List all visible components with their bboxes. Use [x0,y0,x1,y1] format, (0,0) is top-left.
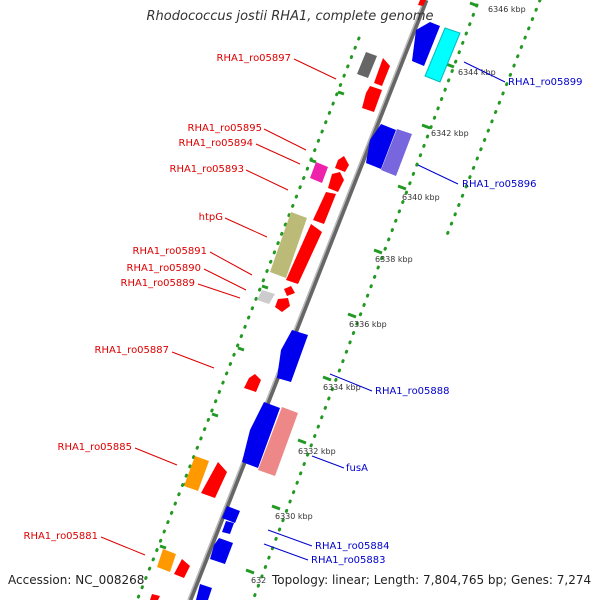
label-rha1-ro05899[interactable]: RHA1_ro05899 [508,77,583,88]
feature-rha1-ro05897-red-2[interactable] [362,86,382,112]
label-rha1-ro05887[interactable]: RHA1_ro05887 [95,345,170,356]
genome-summary-text: Topology: linear; Length: 7,804,765 bp; … [272,573,592,587]
label-rha1-ro05894[interactable]: RHA1_ro05894 [179,138,254,149]
tick-6332 [297,438,307,445]
tick-label-6330: 6330 kbp [275,512,313,521]
leader-rha1-ro05899 [463,61,506,83]
tick-6328 [245,568,255,575]
label-rha1-ro05891[interactable]: RHA1_ro05891 [133,246,208,257]
leader-rha1-ro05883 [263,543,309,561]
feature-htpg-red[interactable] [286,224,322,284]
tick-label-6344: 6344 kbp [458,68,496,77]
leader-rha1-ro05888 [329,373,373,392]
feature-rha1-ro05885-orange[interactable] [184,456,209,491]
tick-label-6340: 6340 kbp [402,193,440,202]
leader-rha1-ro05889 [197,283,241,299]
feature-rha1-ro05893-red[interactable] [328,172,344,192]
tick-6330 [271,504,281,511]
feature-top-red-partial[interactable] [418,0,426,6]
tick-6334 [322,375,332,382]
leader-rha1-ro05893 [245,169,289,191]
genome-backbone [187,0,429,600]
label-rha1-ro05883[interactable]: RHA1_ro05883 [311,555,386,566]
label-rha1-ro05896[interactable]: RHA1_ro05896 [462,179,537,190]
scale-tick-marks [245,1,479,575]
feature-rha1-ro05891-red[interactable] [284,286,295,296]
dotted-guide-outer-right [251,3,479,600]
tick-6338 [373,248,383,255]
leader-rha1-ro05887 [171,351,215,369]
leader-rha1-ro05891 [209,251,253,276]
dotted-guide-outer-left [136,36,361,600]
feature-red-arrow-6339[interactable] [313,192,336,224]
feature-rha1-ro05899-cyan[interactable] [424,27,461,83]
feature-rha1-ro05884-blue[interactable] [222,506,240,523]
label-rha1-ro05884[interactable]: RHA1_ro05884 [315,541,390,552]
label-rha1-ro05890[interactable]: RHA1_ro05890 [127,263,202,274]
leader-rha1-ro05896 [417,164,459,185]
left-tick [237,346,245,352]
leader-rha1-ro05884 [267,529,313,547]
feature-rha1-ro05889-gray[interactable] [257,290,275,304]
label-fusa[interactable]: fusA [346,463,368,474]
label-rha1-ro05893[interactable]: RHA1_ro05893 [170,164,245,175]
tick-label-6336: 6336 kbp [349,320,387,329]
label-rha1-ro05885[interactable]: RHA1_ro05885 [58,442,133,453]
leader-rha1-ro05885 [134,447,178,466]
tick-label-6346: 6346 kbp [488,5,526,14]
feature-bottom-blue[interactable] [196,584,212,600]
feature-rha1-ro05883-blue[interactable] [210,538,233,564]
feature-rha1-ro05894-red[interactable] [335,156,349,172]
tick-label-6338: 6338 kbp [375,255,413,264]
feature-rha1-ro05890-red[interactable] [275,298,290,312]
feature-rha1-ro05895-magenta[interactable] [310,162,328,183]
feature-fusa-pink[interactable] [258,407,298,476]
tick-label-6342: 6342 kbp [431,129,469,138]
label-rha1-ro05895[interactable]: RHA1_ro05895 [188,123,263,134]
feature-rha1-ro05897-gray[interactable] [357,52,377,78]
leader-rha1-ro05897 [293,58,337,80]
label-rha1-ro05888[interactable]: RHA1_ro05888 [375,386,450,397]
leader-rha1-ro05895 [263,128,307,151]
tick-6346 [469,1,479,8]
feature-rha1-ro05896-blue[interactable] [366,124,396,169]
label-rha1-ro05897[interactable]: RHA1_ro05897 [217,53,292,64]
feature-bottom-red-left[interactable] [150,594,160,600]
tick-6342 [421,123,431,130]
tick-label-6332: 6332 kbp [298,447,336,456]
tick-6336 [347,312,357,319]
accession-text: Accession: NC_008268 [8,573,145,587]
label-rha1-ro05889[interactable]: RHA1_ro05889 [121,278,196,289]
feature-rha1-ro05888-blue[interactable] [277,330,308,382]
feature-rha1-ro05881-red[interactable] [174,559,190,578]
left-tick [159,544,167,550]
label-htpg[interactable]: htpG [199,212,223,223]
feature-rha1-ro05897-red[interactable] [374,58,390,86]
leader-rha1-ro05890 [203,268,247,291]
feature-rha1-ro05887-red[interactable] [244,374,261,392]
left-tick [337,90,345,96]
leader-rha1-ro05894 [255,143,301,165]
leader-rha1-ro05881 [100,536,146,556]
tick-label-6328: 632 [251,576,266,585]
leader-htpg [224,217,268,238]
label-rha1-ro05881[interactable]: RHA1_ro05881 [24,531,99,542]
leader-fusa [311,455,345,469]
left-tick [211,412,219,418]
feature-rha1-ro05896-purple[interactable] [381,129,412,176]
tick-label-6334: 6334 kbp [323,383,361,392]
feature-rha1-ro05881-orange[interactable] [157,549,176,572]
feature-fusa-blue[interactable] [242,402,280,468]
feature-rha1-ro05899-blue-arrow[interactable] [412,22,440,66]
dotted-guides [136,0,542,600]
feature-rha1-ro05884-blue-2[interactable] [222,521,234,534]
feature-htpg-olive[interactable] [270,212,307,278]
left-tick [261,284,269,290]
tick-6340 [397,184,407,191]
dotted-guide-far-right [443,0,542,242]
map-title: Rhodococcus jostii RHA1, complete genome [146,9,434,24]
left-tick [309,158,317,164]
feature-rha1-ro05885-red[interactable] [201,462,227,498]
